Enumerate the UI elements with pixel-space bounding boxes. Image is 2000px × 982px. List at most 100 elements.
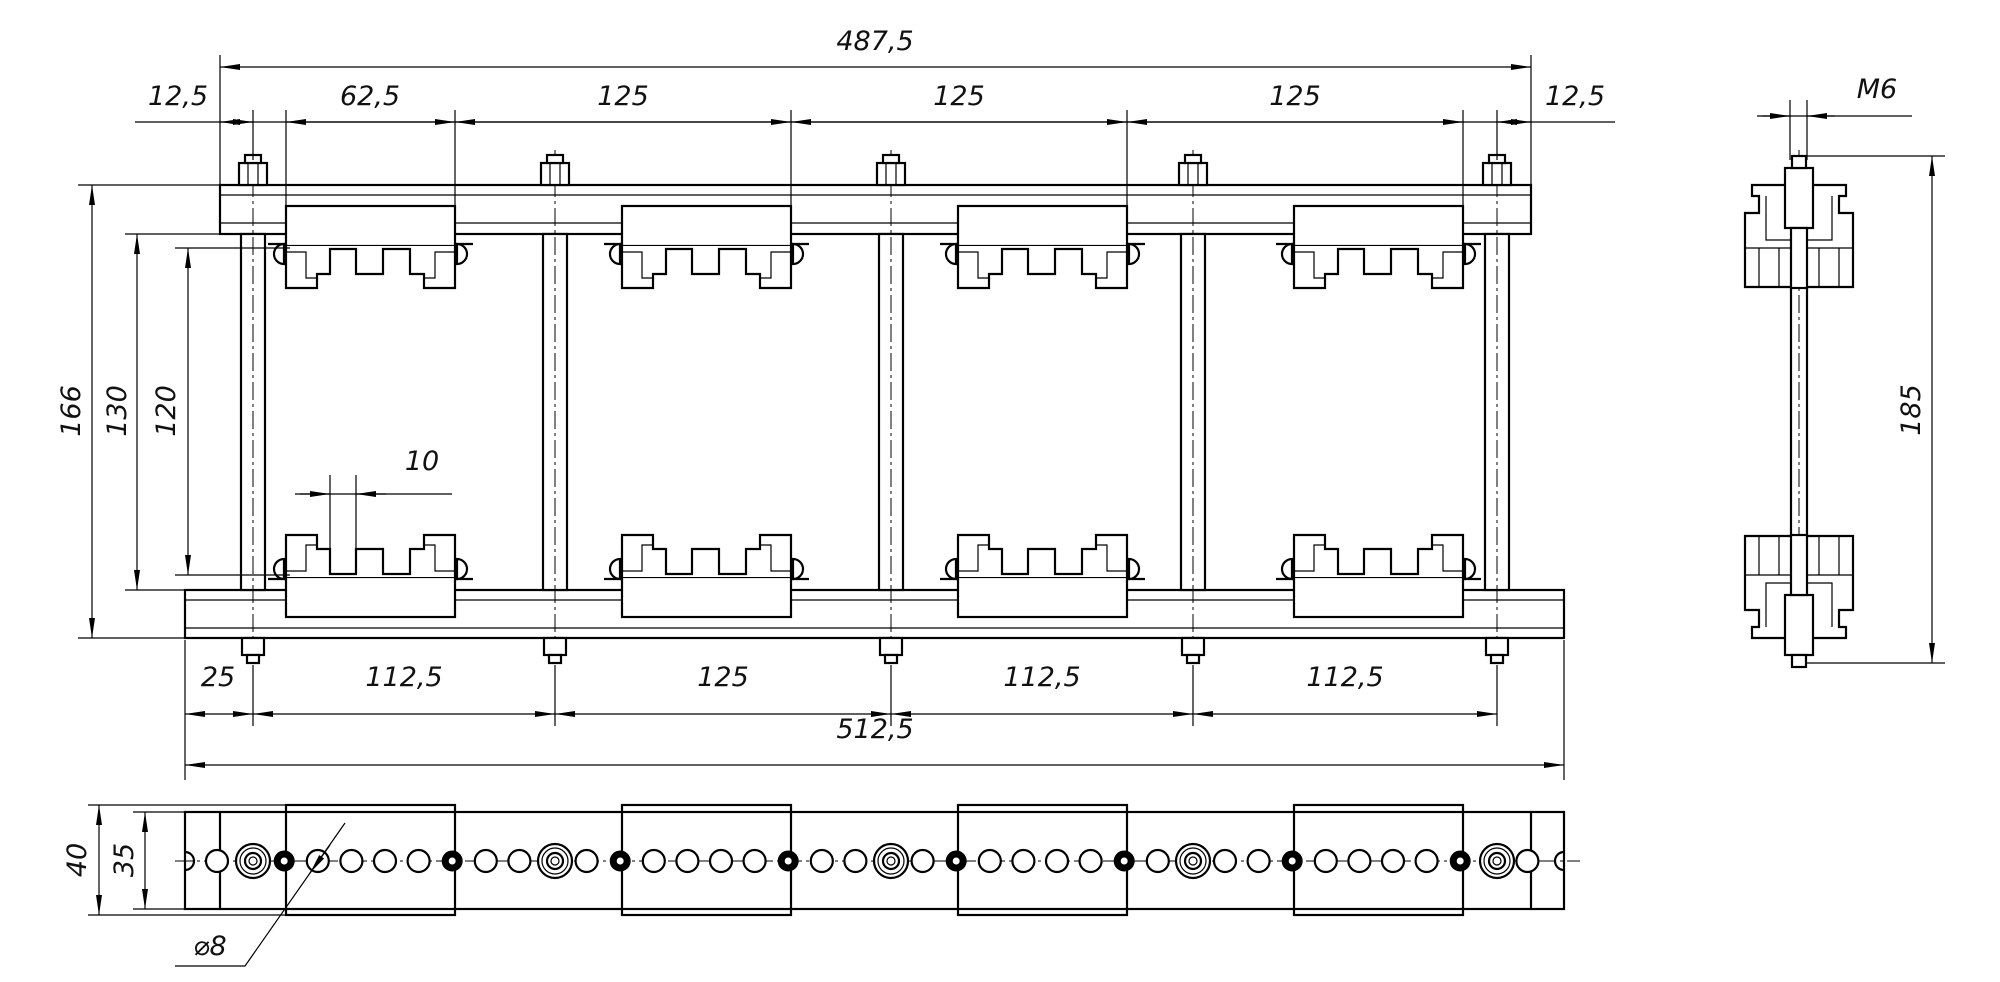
washer [272, 557, 286, 581]
dim-bottom-left-offset: 25 [201, 662, 235, 693]
dim-clamp-first: 62,5 [340, 81, 400, 112]
dim-thread: M6 [1857, 74, 1897, 105]
through-hole [708, 848, 734, 874]
dim-slot-width: 10 [405, 446, 439, 477]
dim-plan-width-40: 40 [62, 843, 93, 877]
through-hole [1212, 848, 1238, 874]
through-hole [507, 848, 532, 874]
bolt-end [1489, 653, 1505, 665]
bolt-end [545, 153, 565, 165]
side-view [1743, 150, 1855, 670]
clamp-jaw [622, 544, 791, 572]
bolt-nut [239, 847, 267, 875]
clamp-jaw [958, 544, 1127, 572]
clamp-jaw [286, 251, 455, 279]
bolt-nut [1483, 847, 1511, 875]
clamp-body [284, 204, 457, 248]
bolt-core [1188, 856, 1198, 866]
through-hole [843, 848, 868, 874]
top-nut [1177, 161, 1209, 187]
through-hole [339, 848, 364, 874]
side-bottom-clamp [1743, 533, 1855, 669]
dim-top-right-offset: 12,5 [1545, 81, 1605, 112]
through-hole [1380, 848, 1406, 874]
through-hole [1347, 848, 1372, 874]
washer [791, 557, 805, 581]
through-hole [910, 848, 935, 874]
bottom-nut [878, 636, 904, 657]
hole-center [784, 857, 792, 865]
washer [1463, 557, 1477, 581]
clamp-body [1292, 204, 1465, 248]
washer [455, 242, 469, 266]
through-hole [675, 848, 700, 874]
washer [1280, 557, 1294, 581]
bolt-head [545, 851, 565, 871]
bottom-clamp [1276, 533, 1481, 619]
washer [1127, 557, 1141, 581]
dim-plan-width-35: 35 [109, 843, 140, 877]
dim-top-span-3: 125 [1269, 81, 1321, 112]
top-nut [237, 161, 269, 187]
end-notch-left [184, 850, 196, 872]
dim-side-height: 185 [1896, 384, 1927, 436]
clamp-jaw [286, 544, 455, 572]
through-hole [372, 848, 398, 874]
top-nut [1481, 161, 1513, 187]
through-hole [809, 848, 834, 874]
side-rod-seg [1789, 226, 1809, 290]
bolt-nut [1179, 847, 1207, 875]
through-hole [1011, 848, 1036, 874]
clamp-teeth [956, 533, 1129, 577]
through-hole [473, 848, 498, 874]
hole-center [448, 857, 456, 865]
bottom-clamp [604, 533, 809, 619]
hole-center [616, 857, 624, 865]
bolt-core [550, 856, 560, 866]
washer [1127, 242, 1141, 266]
washer [944, 557, 958, 581]
side-bolt-end [1790, 653, 1808, 669]
dim-bottom-span-2: 125 [697, 662, 749, 693]
dim-top-span-1: 125 [597, 81, 649, 112]
bottom-nut [1180, 636, 1206, 657]
dim-top-left-offset: 12,5 [148, 81, 208, 112]
bolt-end [1183, 153, 1203, 165]
side-rod-seg [1789, 533, 1809, 597]
bolt-head [243, 851, 263, 871]
through-hole [742, 848, 767, 874]
hole-center [1288, 857, 1296, 865]
dim-overall-bottom: 512,5 [836, 714, 913, 745]
front-view [183, 150, 1566, 670]
through-hole [1145, 848, 1170, 874]
washer [1463, 242, 1477, 266]
hole-center [1120, 857, 1128, 865]
bottom-nut [1484, 636, 1510, 657]
dim-hole-diameter: ⌀8 [193, 931, 226, 962]
through-hole [1515, 848, 1540, 874]
clamp-teeth [1292, 246, 1465, 290]
side-bolt-end [1790, 154, 1808, 170]
clamp-teeth [956, 246, 1129, 290]
washer [608, 242, 622, 266]
clamp-body [1292, 575, 1465, 619]
plan-view [175, 803, 1580, 917]
bolt-end [883, 653, 899, 665]
clamp-jaw [1294, 251, 1463, 279]
hole-center [952, 857, 960, 865]
clamp-teeth [284, 246, 457, 290]
bolt-end [881, 153, 901, 165]
through-hole [977, 848, 1002, 874]
bolt-end [245, 653, 261, 665]
bolt-nut [541, 847, 569, 875]
clamp-teeth [620, 533, 793, 577]
bolt-core [886, 856, 896, 866]
bottom-clamp [268, 533, 473, 619]
through-hole [1414, 848, 1439, 874]
dim-bottom-span-4: 112,5 [1306, 662, 1383, 693]
washer [455, 557, 469, 581]
bolt-head [1487, 851, 1507, 871]
dim-top-span-2: 125 [933, 81, 985, 112]
washer [791, 242, 805, 266]
